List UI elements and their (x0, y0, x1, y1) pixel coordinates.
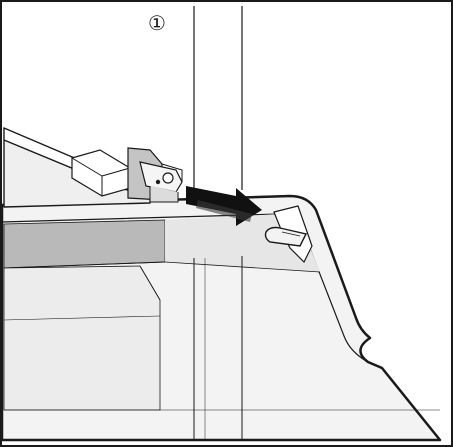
step-number: ① (148, 11, 166, 35)
shelf-edge-line (3, 261, 166, 269)
shelf-front-band (3, 219, 166, 269)
snap-hook-icon (264, 205, 313, 264)
install-bracket-icon (127, 147, 183, 203)
lower-drawer-face (3, 265, 161, 411)
slide-direction-arrow-icon (186, 186, 262, 226)
